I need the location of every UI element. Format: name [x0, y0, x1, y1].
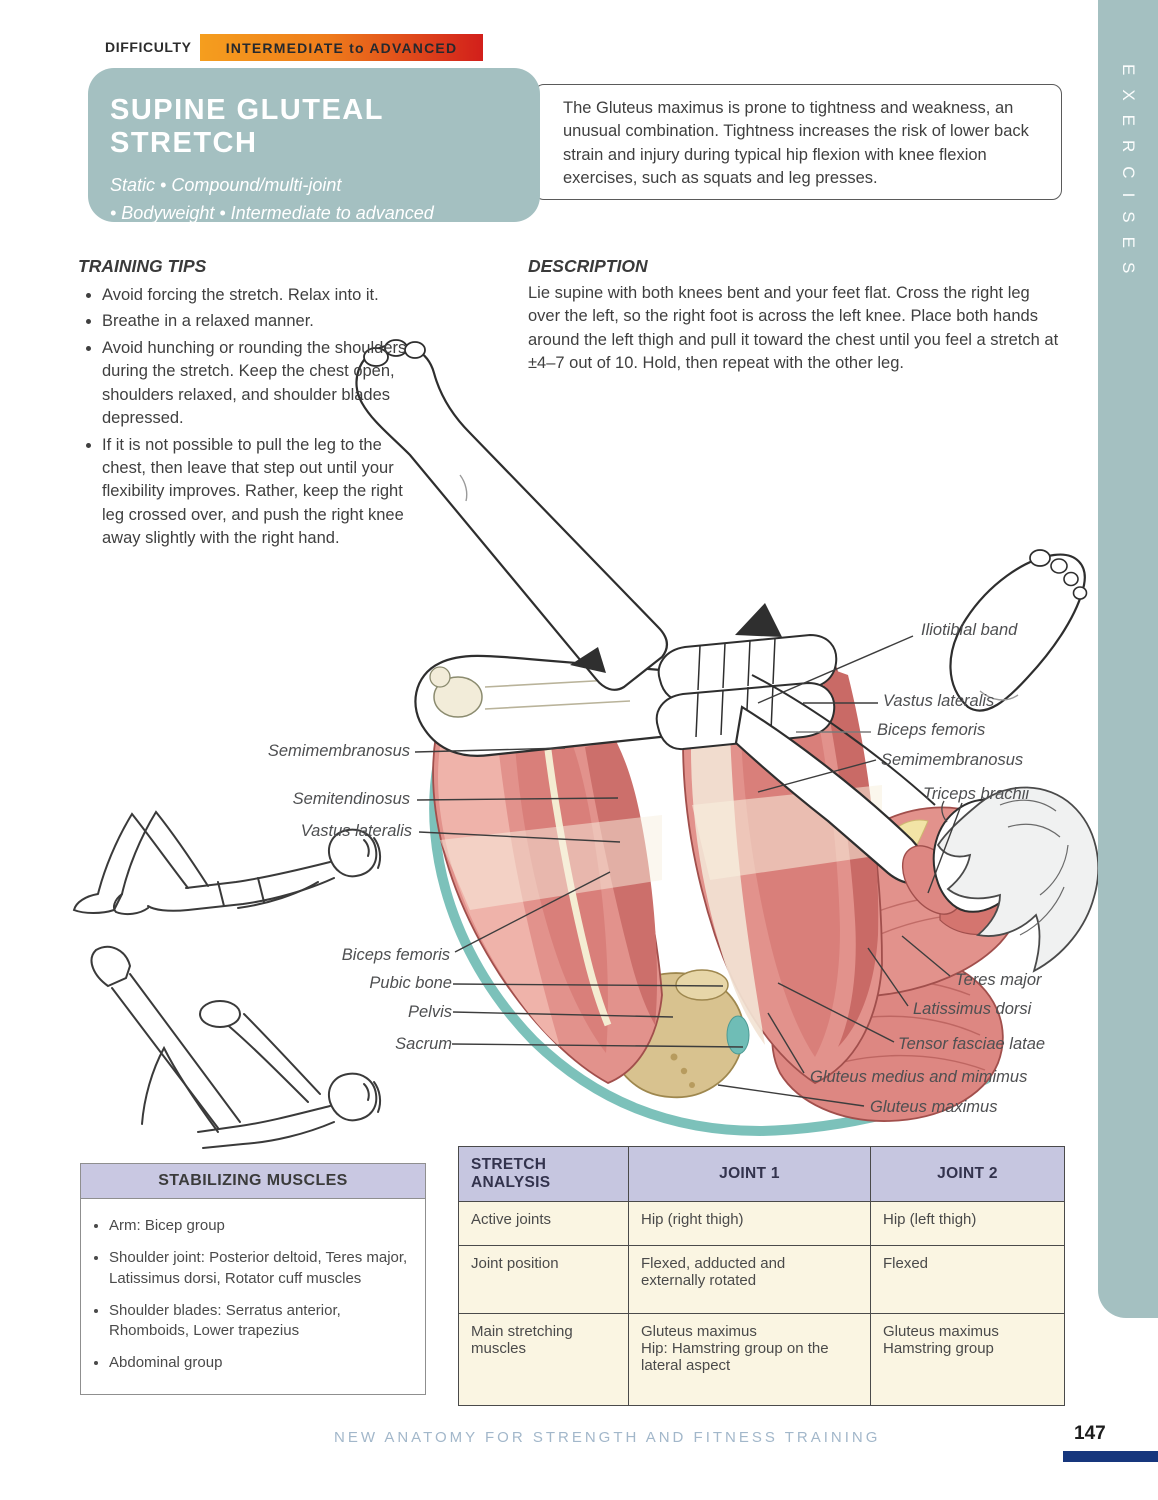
training-tip: Breathe in a relaxed manner. [102, 310, 416, 333]
label-biceps-femoris-left: Biceps femoris [341, 946, 450, 964]
stretch-position-figure [90, 945, 382, 1149]
joint2-cell: Flexed [870, 1245, 1065, 1314]
label-gluteus-maximus: Gluteus maximus [870, 1098, 998, 1116]
chapter-sidebar: EXERCISES [1098, 0, 1158, 1318]
right-foot [949, 549, 1088, 712]
exercise-attributes-line1: Static • Compound/multi-joint [110, 175, 342, 195]
stabilizing-muscle-item: Shoulder joint: Posterior deltoid, Teres… [109, 1248, 413, 1289]
table-row: Active joints Hip (right thigh) Hip (lef… [458, 1201, 1065, 1246]
label-semitendinosus: Semitendinosus [292, 790, 410, 808]
chapter-sidebar-label: EXERCISES [1119, 64, 1138, 288]
stabilizing-muscles-list: Arm: Bicep group Shoulder joint: Posteri… [109, 1216, 413, 1374]
training-tips-list: Avoid forcing the stretch. Relax into it… [102, 284, 416, 551]
training-tip: Avoid forcing the stretch. Relax into it… [102, 284, 416, 307]
label-semimembranosus-right: Semimembranosus [881, 751, 1024, 769]
table-header-row: STRETCH ANALYSIS JOINT 1 JOINT 2 [458, 1146, 1065, 1202]
left-thigh-muscles [432, 734, 663, 1084]
difficulty-badge: INTERMEDIATE to ADVANCED [200, 34, 483, 61]
table-header-joint2: JOINT 2 [870, 1146, 1065, 1202]
label-vastus-lateralis-left: Vastus lateralis [300, 822, 412, 840]
stabilizing-muscle-item: Shoulder blades: Serratus anterior, Rhom… [109, 1301, 413, 1342]
table-header-analysis: STRETCH ANALYSIS [458, 1146, 629, 1202]
joint1-cell: Gluteus maximus Hip: Hamstring group on … [628, 1313, 871, 1406]
stabilizing-muscle-item: Arm: Bicep group [109, 1216, 413, 1236]
label-leader-lines [414, 635, 963, 1107]
label-biceps-femoris-right: Biceps femoris [877, 721, 986, 739]
description-section: DESCRIPTION Lie supine with both knees b… [528, 256, 1064, 376]
row-label: Main stretching muscles [458, 1313, 629, 1406]
difficulty-label: DIFFICULTY [105, 39, 192, 55]
intro-callout: The Gluteus maximus is prone to tightnes… [534, 84, 1062, 200]
joint2-cell: Gluteus maximus Hamstring group [870, 1313, 1065, 1406]
label-pelvis: Pelvis [407, 1003, 452, 1021]
start-position-figure [72, 810, 382, 916]
training-tips-heading: TRAINING TIPS [78, 256, 207, 276]
book-title-footer: NEW ANATOMY FOR STRENGTH AND FITNESS TRA… [334, 1429, 881, 1446]
page-title: SUPINE GLUTEAL STRETCH [110, 94, 384, 159]
label-vastus-lateralis-right: Vastus lateralis [883, 692, 995, 710]
head [932, 786, 1100, 973]
table-header-joint1: JOINT 1 [628, 1146, 871, 1202]
label-tensor-fasciae-latae: Tensor fasciae latae [898, 1035, 1046, 1053]
row-label: Joint position [458, 1245, 629, 1314]
label-sacrum: Sacrum [395, 1035, 452, 1053]
description-text: Lie supine with both knees bent and your… [528, 284, 1059, 373]
training-tips-section: TRAINING TIPS Avoid forcing the stretch.… [78, 256, 416, 554]
page-number-bar [1063, 1451, 1158, 1462]
anatomy-illustration [355, 339, 1100, 1137]
stabilizing-muscle-item: Abdominal group [109, 1353, 413, 1373]
page-number: 147 [1074, 1423, 1106, 1444]
label-pubic-bone: Pubic bone [369, 974, 452, 992]
exercise-attributes: Static • Compound/multi-joint • Bodyweig… [110, 172, 522, 228]
label-latissimus-dorsi: Latissimus dorsi [913, 1000, 1032, 1018]
stabilizing-muscles-heading: STABILIZING MUSCLES [81, 1164, 425, 1199]
table-row: Joint position Flexed, adducted and exte… [458, 1245, 1065, 1314]
label-teres-major: Teres major [955, 971, 1042, 989]
joint1-cell: Flexed, adducted and externally rotated [628, 1245, 871, 1314]
row-label: Active joints [458, 1201, 629, 1246]
title-card: SUPINE GLUTEAL STRETCH Static • Compound… [88, 68, 540, 223]
label-triceps-brachii: Triceps brachii [923, 785, 1030, 803]
stabilizing-muscles-box: STABILIZING MUSCLES Arm: Bicep group Sho… [80, 1163, 426, 1395]
raised-lower-leg [355, 339, 668, 691]
label-iliotibial-band: Iliotibial band [921, 621, 1018, 639]
table-row: Main stretching muscles Gluteus maximus … [458, 1313, 1065, 1406]
training-tip: If it is not possible to pull the leg to… [102, 434, 416, 551]
training-tip: Avoid hunching or rounding the shoulders… [102, 337, 416, 431]
exercise-attributes-line2: • Bodyweight • Intermediate to advanced [110, 202, 434, 223]
description-heading: DESCRIPTION [528, 256, 648, 276]
stretch-analysis-table: STRETCH ANALYSIS JOINT 1 JOINT 2 Active … [458, 1146, 1065, 1406]
label-gluteus-medius: Gluteus medius and mimimus [810, 1068, 1028, 1086]
joint2-cell: Hip (left thigh) [870, 1201, 1065, 1246]
label-semimembranosus-left: Semimembranosus [267, 742, 410, 760]
joint1-cell: Hip (right thigh) [628, 1201, 871, 1246]
